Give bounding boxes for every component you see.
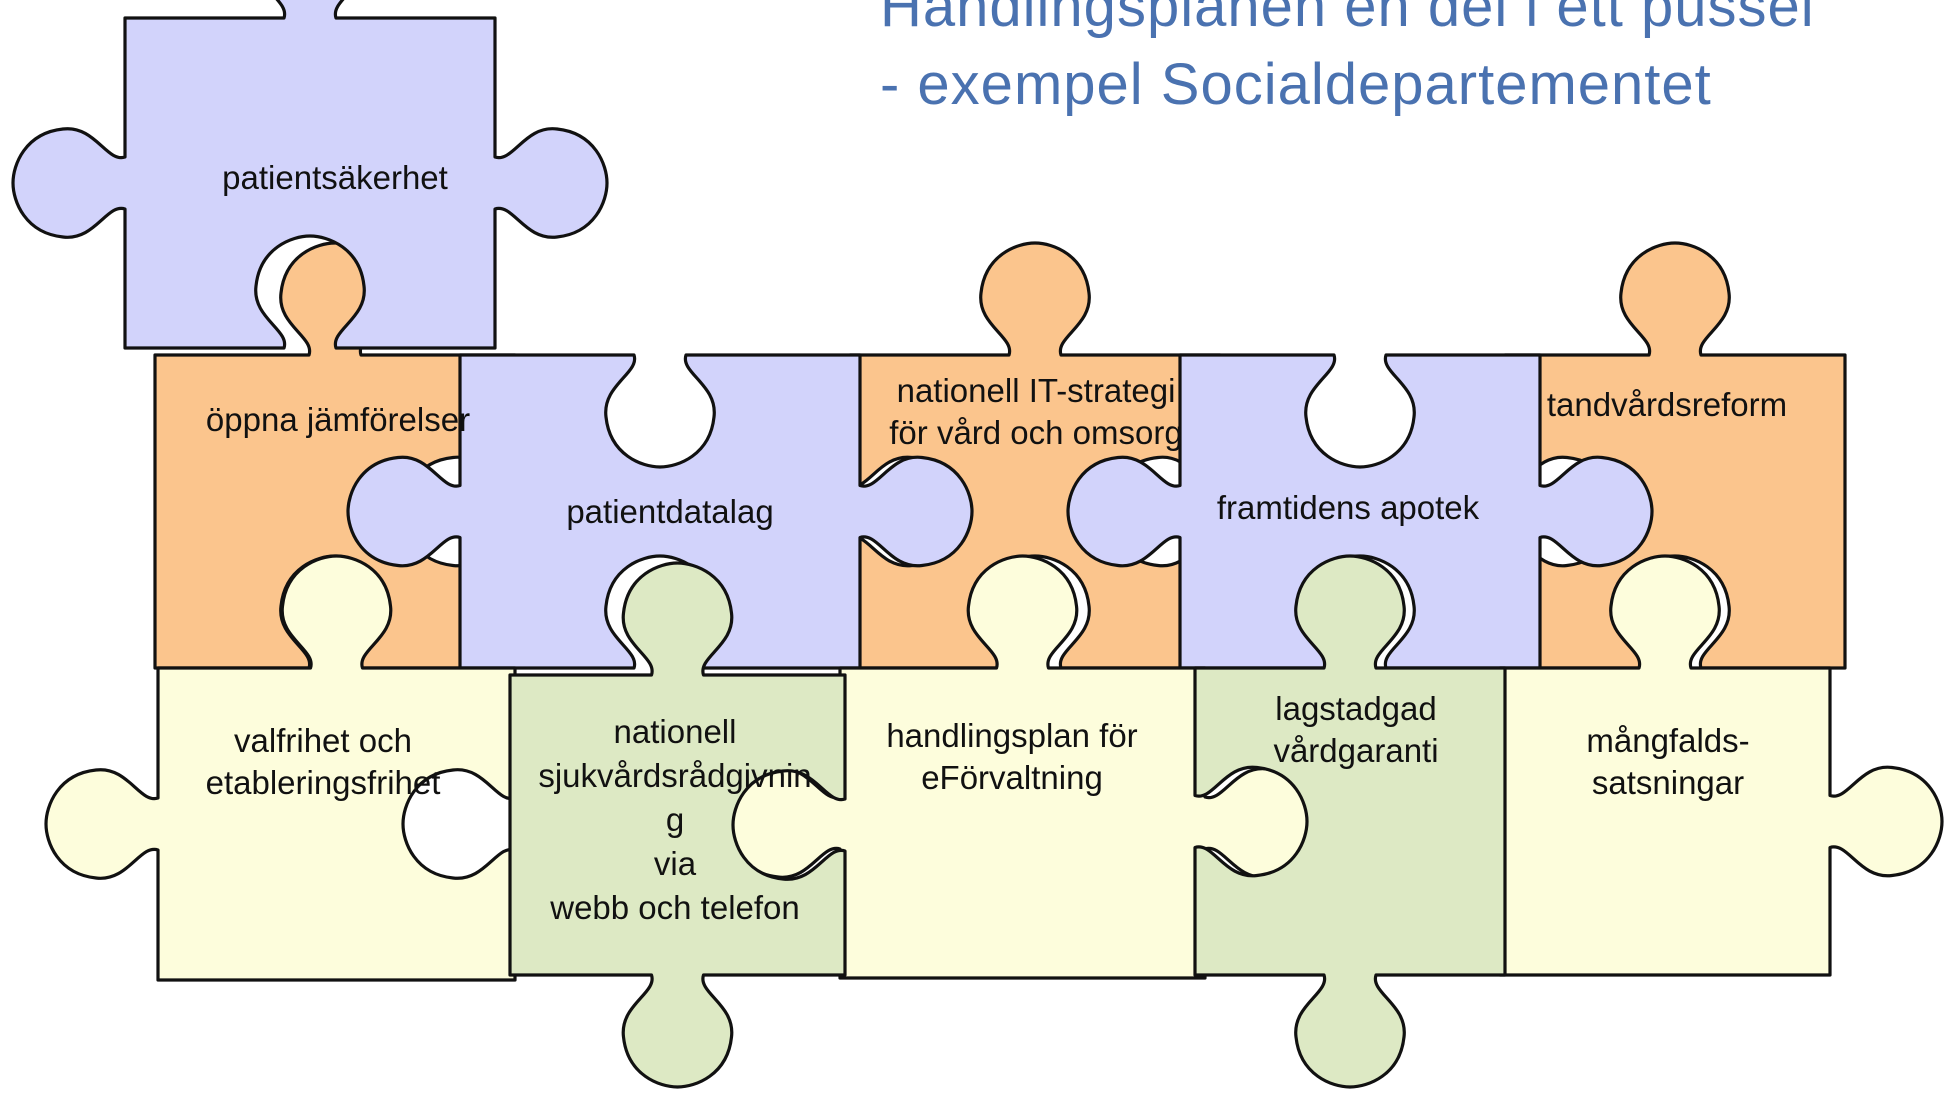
piece-label-line: tandvårdsreform (1546, 386, 1788, 423)
title-line-2: - exempel Socialdepartementet (880, 52, 1712, 117)
piece-label-line: för vård och omsorg (889, 414, 1183, 451)
piece-label-nationell-it-strategi: nationell IT-strategi för vård och omsorg (889, 370, 1182, 454)
slide-title: Handlingsplanen en del i ett pussel - ex… (880, 0, 1940, 124)
piece-label-vardgaranti: lagstadgad vårdgaranti (1273, 688, 1438, 772)
piece-label-line: webb och telefon (550, 889, 800, 926)
piece-label-line: patientsäkerhet (222, 159, 448, 196)
puzzle-piece-icon (508, 561, 847, 1089)
puzzle-piece-icon (1193, 554, 1507, 1089)
piece-label-line: nationell IT-strategi (896, 372, 1176, 409)
piece-label-handlingsplan-eforvaltning: handlingsplan för eFörvaltning (886, 715, 1137, 799)
piece-label-line: eFörvaltning (921, 759, 1103, 796)
piece-label-line: lagstadgad (1275, 690, 1437, 727)
piece-label-line: framtidens apotek (1216, 489, 1480, 526)
piece-label-sjukvardsradgivning: nationell sjukvårdsrådgivnin g via webb och … (538, 710, 811, 930)
piece-label-patientsakerhet: patientsäkerhet (222, 157, 448, 199)
piece-label-line: sjukvårdsrådgivnin (538, 757, 812, 794)
piece-label-line: mångfalds- (1586, 722, 1750, 759)
piece-label-line: öppna jämförelser (205, 401, 471, 438)
piece-label-oppna-jamforelser: öppna jämförelser (206, 399, 470, 441)
piece-label-line: handlingsplan för (886, 717, 1138, 754)
piece-label-mangfaldssatsningar: mångfalds-satsningar (1586, 720, 1749, 804)
piece-label-line: valfrihet och (234, 722, 412, 759)
title-line-1: Handlingsplanen en del i ett pussel (880, 0, 1815, 39)
piece-label-line: patientdatalag (566, 493, 774, 530)
piece-label-line: etableringsfrihet (205, 764, 441, 801)
puzzle-piece-icon (11, 0, 609, 350)
piece-label-line: via (653, 845, 697, 882)
piece-label-valfrihet: valfrihet och etableringsfrihet (206, 720, 441, 804)
piece-label-line: vårdgaranti (1273, 732, 1439, 769)
piece-label-line: g (665, 801, 685, 838)
piece-label-patientdatalag: patientdatalag (566, 491, 773, 533)
piece-label-line: nationell (613, 713, 737, 750)
piece-label-tandvardsreform: tandvårdsreform (1547, 384, 1787, 426)
piece-label-line: satsningar (1591, 764, 1745, 801)
piece-label-framtidens-apotek: framtidens apotek (1217, 487, 1479, 529)
puzzle-piece-icon (44, 554, 517, 982)
